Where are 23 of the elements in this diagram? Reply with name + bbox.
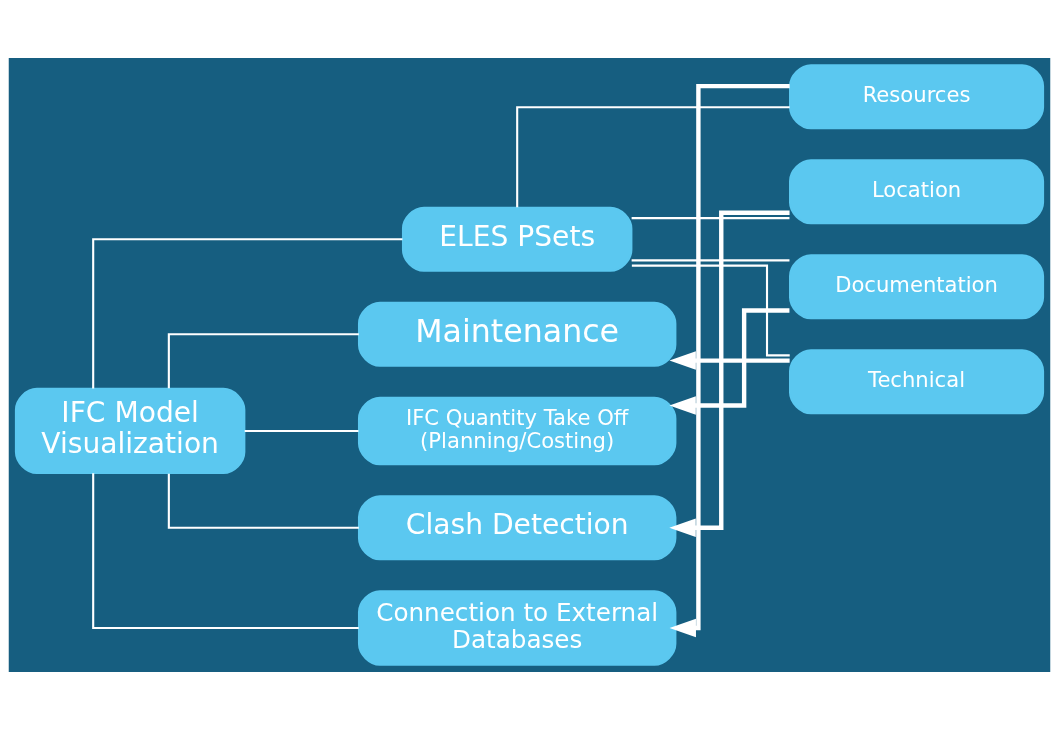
node-box: IFC Quantity Take Off (Planning/Costing) bbox=[357, 396, 677, 465]
node-box: Resources bbox=[789, 63, 1045, 129]
connector bbox=[92, 472, 359, 629]
node-box: Connection to External Databases bbox=[357, 589, 677, 666]
node-box: ELES PSets bbox=[401, 206, 633, 272]
arrow bbox=[669, 350, 790, 370]
node-box: Maintenance bbox=[357, 301, 677, 367]
connector bbox=[244, 429, 359, 432]
node-box: Documentation bbox=[789, 253, 1045, 319]
arrow bbox=[669, 210, 790, 537]
node-box: IFC Model Visualization bbox=[14, 387, 246, 474]
node-box: Technical bbox=[789, 348, 1045, 414]
connector bbox=[167, 473, 359, 529]
node-box: Clash Detection bbox=[357, 494, 677, 560]
arrow bbox=[669, 307, 790, 415]
connector bbox=[631, 264, 790, 356]
arrow bbox=[669, 83, 790, 637]
connector bbox=[92, 237, 403, 388]
node-box: Location bbox=[789, 158, 1045, 224]
connector bbox=[631, 258, 790, 261]
connector bbox=[516, 105, 790, 207]
connector bbox=[631, 216, 790, 219]
connector bbox=[167, 332, 359, 388]
